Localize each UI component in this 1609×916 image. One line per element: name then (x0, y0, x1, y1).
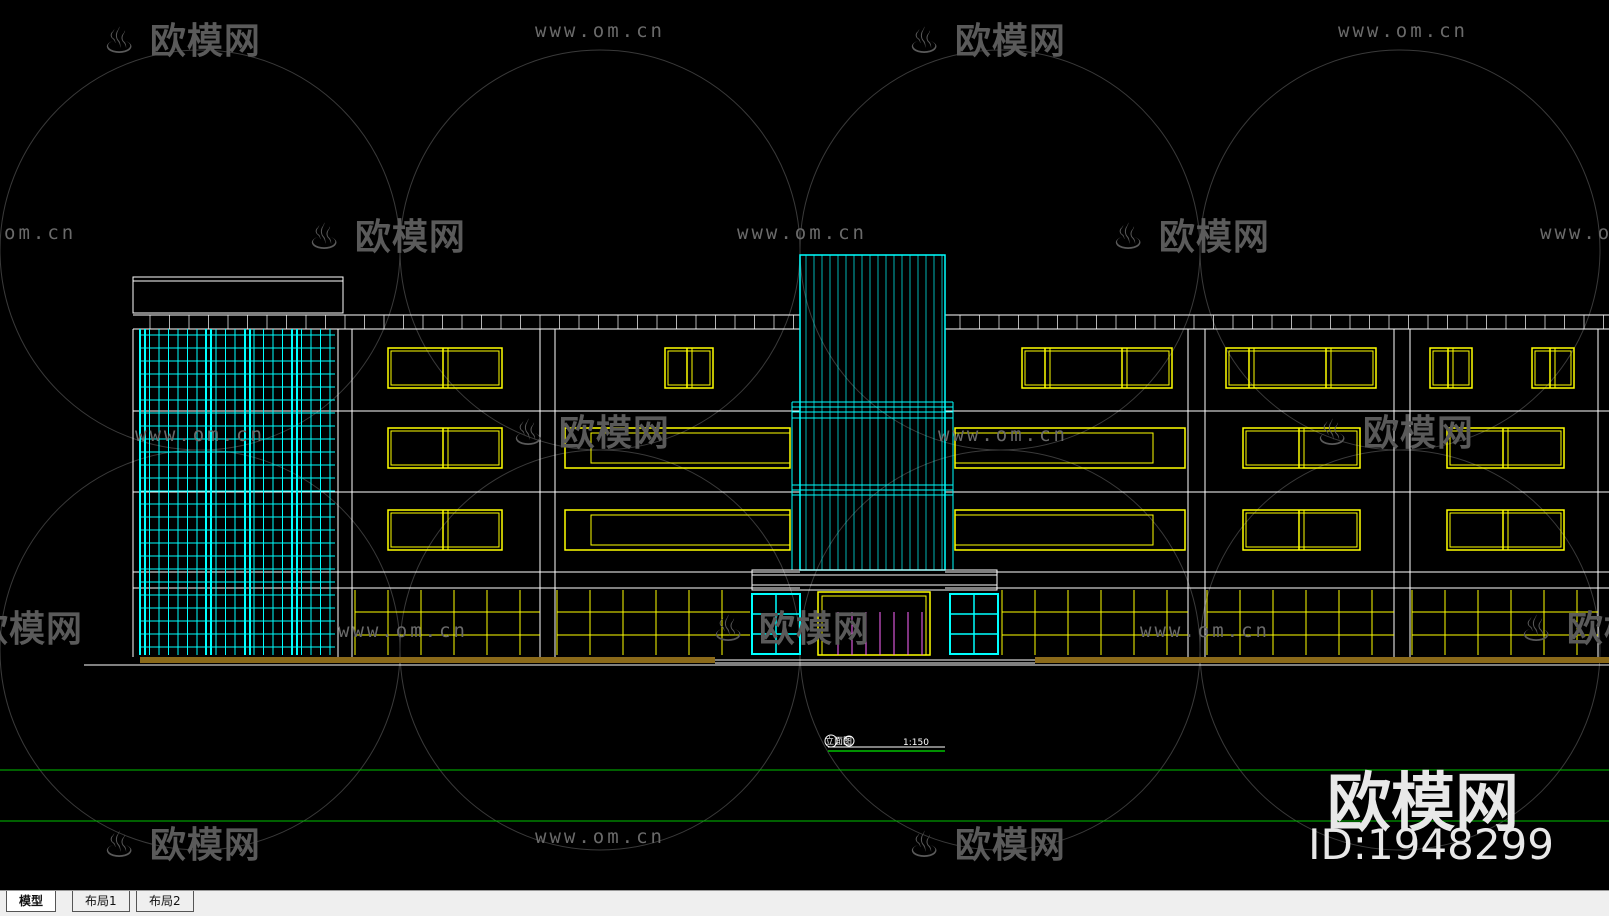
tab-layout-2[interactable]: 布局2 (136, 891, 194, 912)
watermark-logo: ♨ 欧模网 (1316, 413, 1474, 454)
ground-hatch (140, 657, 715, 663)
band-window-inner (590, 432, 791, 464)
window-inner (1245, 430, 1358, 466)
tab-model[interactable]: 模型 (6, 891, 57, 912)
window-inner (1449, 512, 1562, 548)
window-frame (387, 347, 503, 389)
watermark-url: www.om.cn (737, 222, 867, 244)
watermark-logo: ♨ 欧模网 (308, 217, 466, 258)
watermark-url: www.om.cn (535, 20, 665, 42)
window-frame (1531, 347, 1575, 389)
drawing-title: 立面图 (825, 737, 853, 747)
brand-id: ID:1948299 (1308, 820, 1554, 869)
window-inner (1024, 350, 1170, 386)
watermark-url: www.om.cn (1338, 20, 1468, 42)
watermark-logo: ♨ 欧模网 (1520, 609, 1609, 650)
window-frame (1242, 427, 1361, 469)
window-frame (1021, 347, 1173, 389)
window-inner (1432, 350, 1470, 386)
watermark-logo: ♨ 欧模网 (512, 413, 670, 454)
watermark-url: www.om.c (1540, 222, 1609, 244)
layout-tab-bar: 模型 布局1 布局2 (0, 890, 1609, 916)
band-window-inner (590, 514, 791, 546)
window-inner (1245, 512, 1358, 548)
entrance-main-door-inner (821, 595, 927, 656)
caption-marker-circle (843, 735, 855, 747)
ground-hatch (1035, 657, 1609, 663)
window-frame (1446, 509, 1565, 551)
window-inner (1449, 430, 1562, 466)
tab-layout-1[interactable]: 布局1 (72, 891, 130, 912)
watermark-logo: 欧模网 (0, 609, 84, 650)
watermark-url: www.om.cn (938, 424, 1068, 446)
window-inner (1228, 350, 1374, 386)
watermark-logo: ♨ 欧模网 (103, 21, 261, 62)
drawing-scale: 1:150 (903, 738, 929, 748)
brand-name: 欧模网 (1327, 767, 1519, 841)
watermark-url: www.om.cn (338, 620, 468, 642)
watermark-logo: ♨ 欧模网 (103, 825, 261, 866)
window-inner (390, 430, 500, 466)
band-window-inner (954, 514, 1154, 546)
watermark-logo: ♨ 欧模网 (908, 21, 1066, 62)
window-frame (1446, 427, 1565, 469)
watermark-url: www.om.cn (1140, 620, 1270, 642)
window-frame (1225, 347, 1377, 389)
window-inner (1534, 350, 1572, 386)
watermark-url: www.om.cn (535, 826, 665, 848)
window-frame (387, 509, 503, 551)
watermark-logo: ♨ 欧模网 (712, 609, 870, 650)
watermark-logo: ♨ 欧模网 (908, 825, 1066, 866)
window-frame (1242, 509, 1361, 551)
watermark-url: www.om.cn (135, 424, 265, 446)
watermark-logo: ♨ 欧模网 (1112, 217, 1270, 258)
band-window (954, 509, 1186, 551)
entrance-canopy (751, 569, 998, 591)
window-inner (667, 350, 711, 386)
cad-drawing-canvas[interactable]: ♨ 欧模网 ♨ 欧模网 ♨ 欧模网 ♨ 欧模网 ♨ 欧模网 ♨ 欧模网 欧模网 … (0, 0, 1609, 890)
window-frame (1429, 347, 1473, 389)
watermark-url: om.cn (4, 222, 77, 244)
band-window-inner (954, 432, 1154, 464)
band-window (564, 509, 791, 551)
window-frame (664, 347, 714, 389)
window-inner (390, 350, 500, 386)
roof-box (132, 276, 344, 314)
window-frame (387, 427, 503, 469)
window-inner (390, 512, 500, 548)
watermark-circle (1199, 449, 1601, 851)
building-elevation-drawing (0, 49, 1609, 851)
